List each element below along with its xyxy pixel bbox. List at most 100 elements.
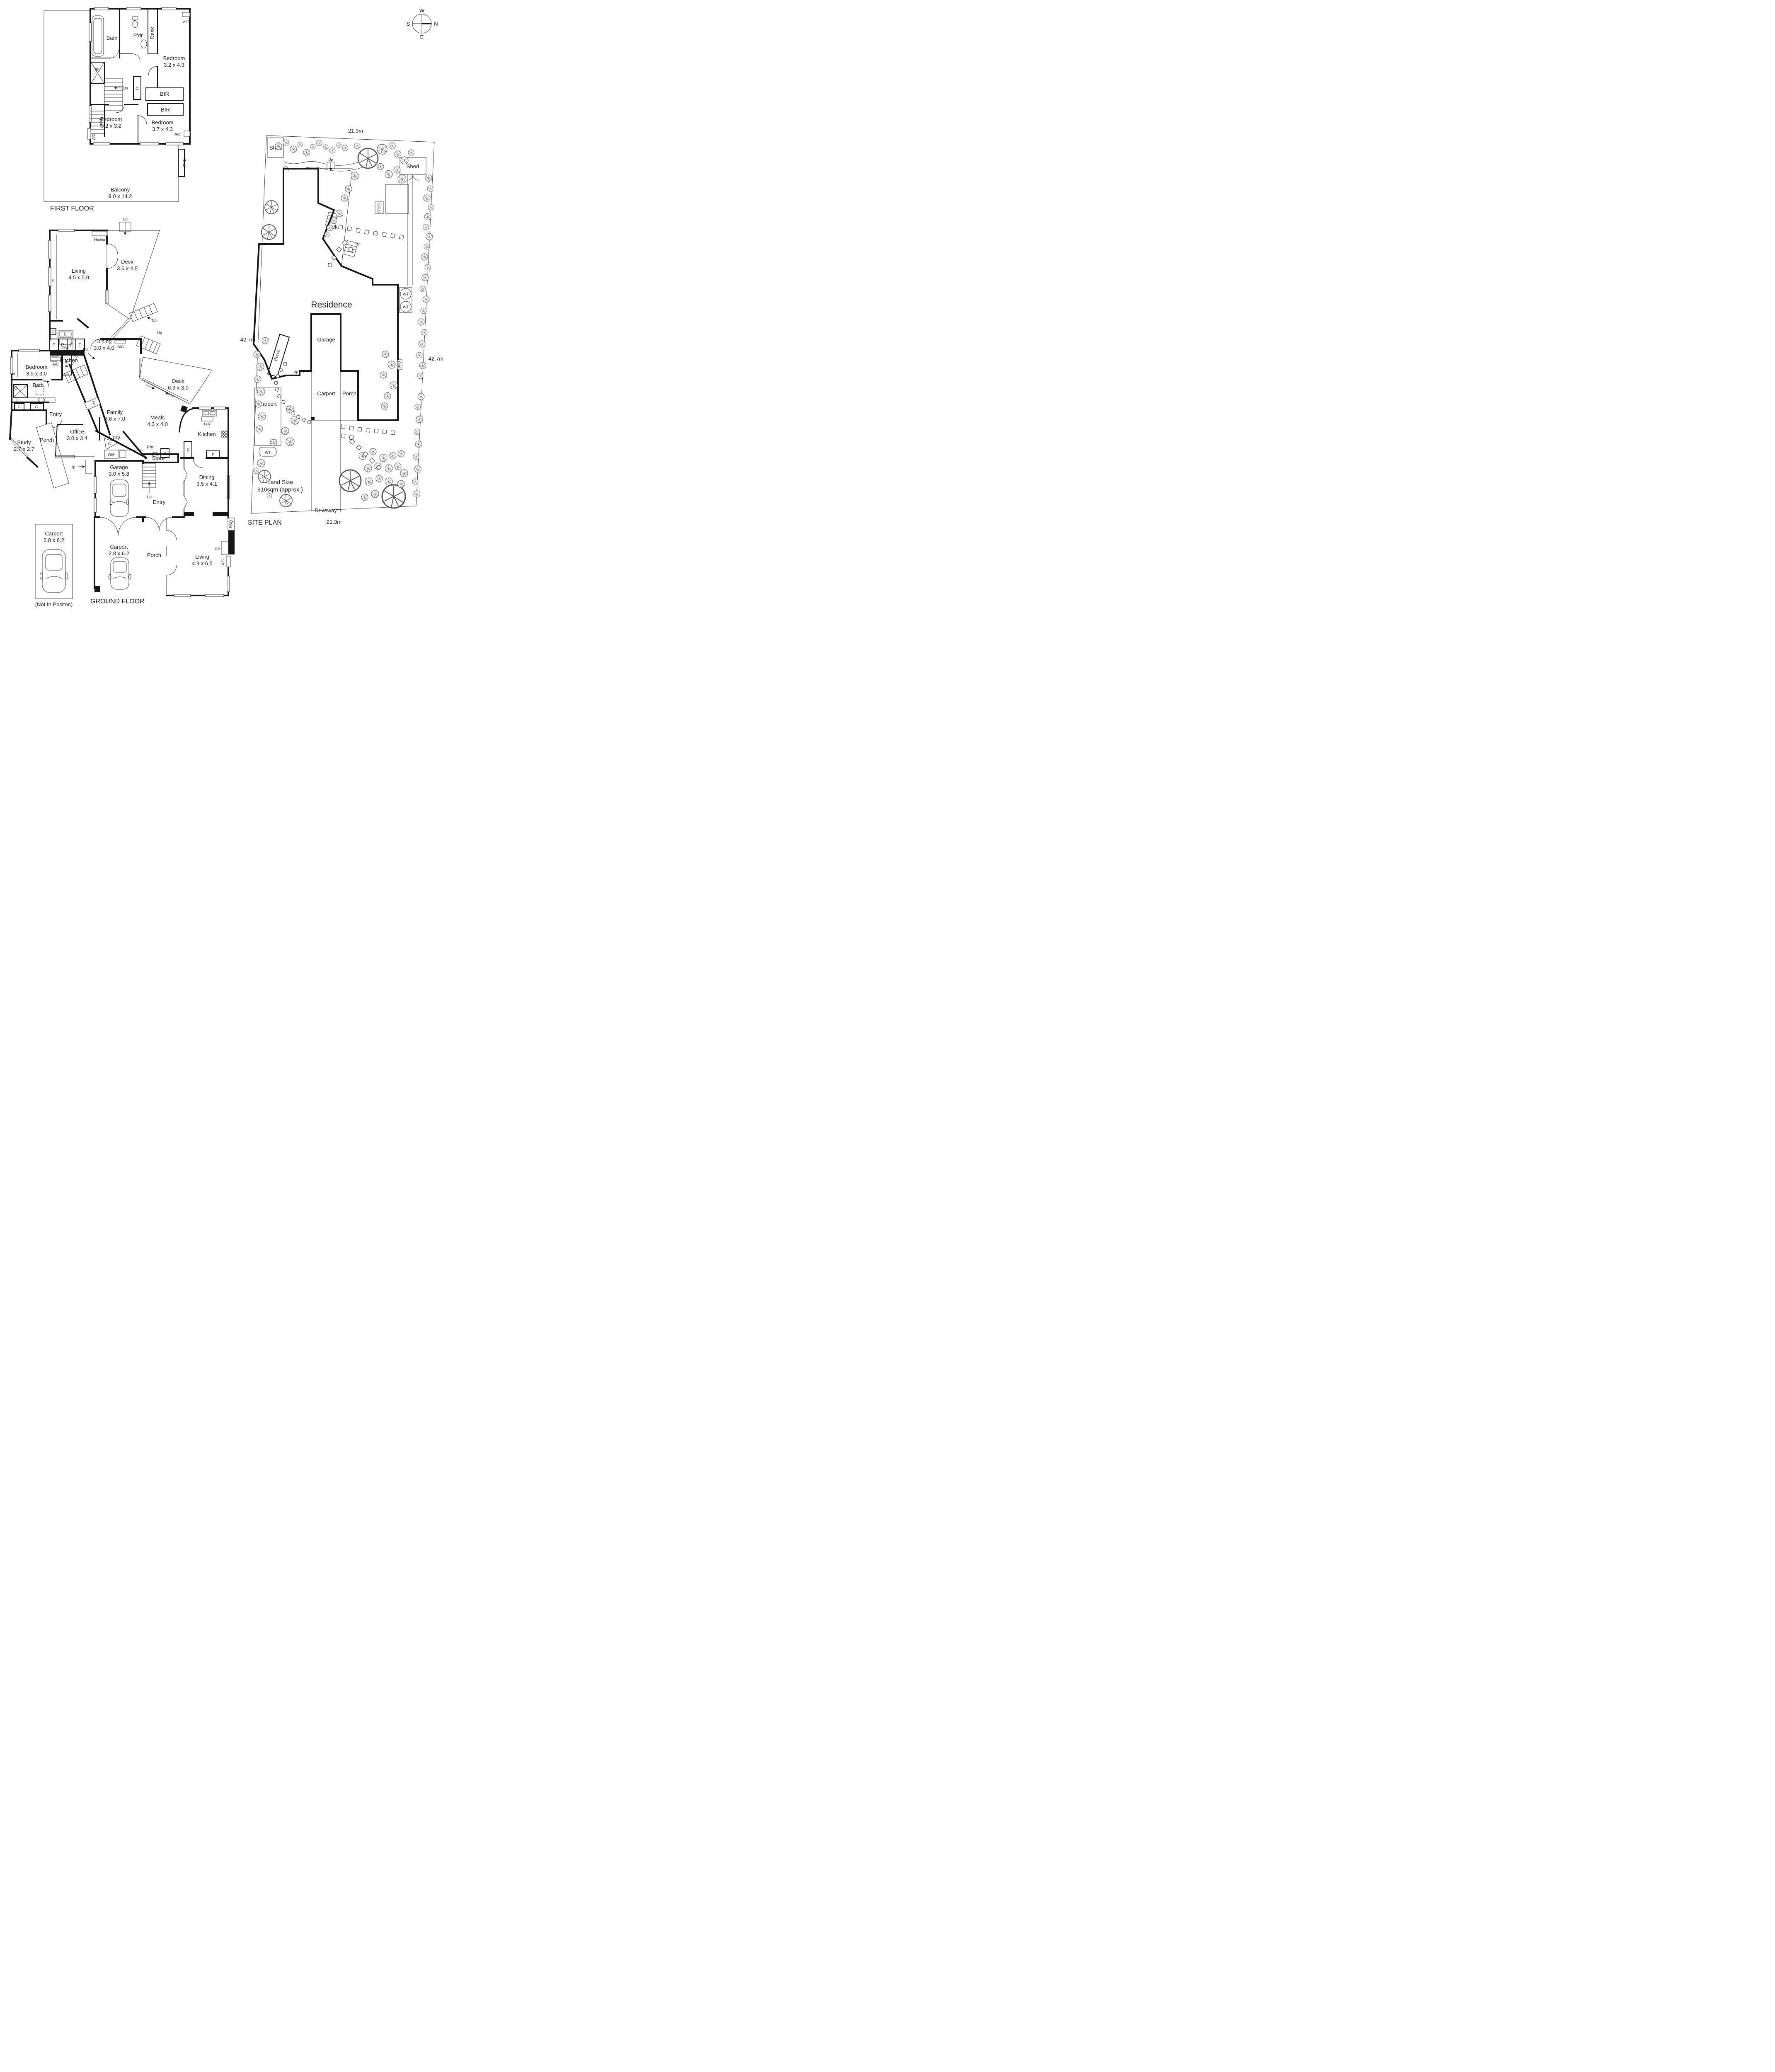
deck1-label: Deck (121, 259, 133, 265)
ff-bir1-label: BIR (160, 91, 169, 97)
gf-ac2-label: A/C (117, 345, 124, 349)
living1-dim: 4.5 x 5.0 (68, 274, 89, 281)
gf-p2-label: P (61, 343, 64, 348)
gf-carport-label: Carport (110, 544, 128, 550)
ff-closet-label: C (136, 86, 139, 91)
living2-label: Living (195, 554, 209, 560)
gf-p3-label: P (78, 343, 81, 348)
seat-label: Seat (182, 158, 186, 168)
dining1-dim: 3.0 x 4.0 (94, 345, 114, 351)
balcony-dim: 9.0 x 14.2 (108, 193, 132, 199)
site-wt3-label: WT (265, 450, 271, 455)
gf-wm-label: WM (108, 453, 114, 457)
ff-bedroom3-dim: 3.7 x 4.3 (152, 126, 173, 132)
gf-ac1-label: A/C (52, 362, 59, 366)
gf-p4-label: P (186, 448, 189, 453)
office-label: Office (70, 428, 84, 435)
balcony-label: Balcony (111, 186, 130, 193)
floor-plan-sheet: W N S E (0, 0, 444, 627)
store-stairs (142, 463, 156, 493)
ldry-label: L'dry (109, 434, 120, 441)
ff-bedroom2-dim: 3.2 x 3.2 (101, 123, 121, 129)
site-up3-label: Up (356, 242, 361, 246)
ff-bedroom3-label: Bedroom (152, 119, 174, 126)
study-dim: 2.7 x 2.7 (14, 446, 34, 452)
living1-label: Living (72, 268, 86, 274)
living2-dim: 4.9 x 6.5 (192, 560, 213, 566)
family-label: Family (107, 409, 123, 415)
gf-pdr-label: P'dr (147, 445, 153, 449)
gf-up4-label: Up (70, 465, 75, 469)
first-floor-title: FIRST FLOOR (50, 205, 94, 212)
study-label: Study (17, 439, 31, 445)
carport-dim: 2.8 x 6.2 (44, 537, 64, 543)
store-label: Store (152, 455, 165, 461)
gf-c2-label: C (18, 405, 21, 409)
site-plan: 21.3m 21.3m 42.7m 42.7m Shed Shed Up Res… (240, 128, 443, 526)
shower (90, 62, 105, 84)
ff-ac1-label: A/C (183, 20, 189, 24)
deck2-label: Deck (172, 378, 184, 384)
gf-bedroom-dim: 3.5 x 3.0 (26, 370, 47, 377)
compass-west: W (419, 7, 425, 14)
ff-pdr-label: P'dr (133, 32, 143, 39)
site-dim-bottom: 21.3m (327, 519, 341, 525)
dining2-label: Dining (199, 474, 215, 480)
gf-c3-label: C (35, 405, 38, 409)
deck2-stairs (136, 335, 161, 354)
site-carport2-label: Carport (259, 401, 277, 407)
site-wt2-label: WT (403, 305, 409, 309)
residence-label: Residence (311, 300, 352, 310)
garage-car (109, 479, 129, 517)
gf-bir-label: BIR (65, 361, 69, 367)
site-shed2-label: Shed (407, 163, 419, 169)
gf-fp1-label: FP (91, 400, 97, 407)
gf-fp2-label: FP (215, 547, 220, 551)
gf-porch1-label: Porch (40, 437, 54, 443)
carport-car (108, 557, 131, 590)
gf-c5-label: C (108, 442, 111, 446)
family-fireplace (84, 397, 101, 410)
site-up1-label: Up (329, 158, 333, 162)
gf-dw2-label: D/W (204, 422, 211, 426)
deck2-dim: 6.3 x 3.0 (168, 385, 189, 391)
site-wt1-label: WT (403, 292, 409, 296)
gf-c1-label: C (52, 330, 55, 334)
gf-porch2-label: Porch (147, 552, 161, 558)
dn-label: Dn (123, 86, 128, 90)
ff-desk-label: Desk (149, 27, 155, 39)
compass: W N S E (407, 7, 438, 40)
garage-label: Garage (110, 464, 128, 470)
meals-dim: 4.3 x 4.0 (147, 421, 168, 427)
standalone-carport: Carport 2.8 x 6.2 (Not In Positon) (35, 524, 73, 608)
compass-north: N (434, 21, 438, 27)
gf-s1-label: S (52, 279, 54, 283)
first-floor-plan: Dn C BIR BIR Void A/C A/C A/C Seat Bath … (44, 7, 191, 212)
gf-f1-label: F (70, 343, 73, 348)
gf-entry1-label: Entry (49, 411, 62, 417)
gf-bedroom-label: Bedroom (26, 364, 48, 370)
gf-f2-label: F (212, 453, 215, 457)
office-dim: 3.0 x 3.4 (67, 435, 87, 441)
compass-south: S (407, 21, 410, 27)
gf-bbq-label: BBQ (229, 520, 233, 528)
gf-up3-label: Up (83, 347, 88, 351)
family-dim: 3.6 x 7.0 (104, 416, 125, 422)
site-carport1-label: Carport (317, 390, 335, 397)
ff-bedroom1-dim: 3.2 x 4.3 (164, 62, 184, 68)
site-vegetation (253, 139, 434, 509)
gf-up6-label: Up (157, 331, 162, 335)
site-up4-label: Up (294, 370, 298, 374)
stairs-down (104, 78, 123, 111)
ground-floor-plan: Up S Heater Up C D/W (9, 217, 235, 605)
gf-up5-label: Up (147, 495, 152, 499)
site-porch2-label: Porch (342, 390, 356, 397)
ff-bedroom2-label: Bedroom (100, 116, 122, 122)
not-in-position-note: (Not In Positon) (35, 601, 73, 608)
site-bbq-label: BBQ (397, 361, 401, 368)
site-dim-left: 42.7m (240, 336, 255, 343)
kitchen2-label: Kitchen (198, 431, 216, 437)
driveway-label: Driveway (315, 507, 337, 513)
ff-ac3-label: A/C (174, 132, 181, 136)
gf-shower (13, 384, 28, 398)
